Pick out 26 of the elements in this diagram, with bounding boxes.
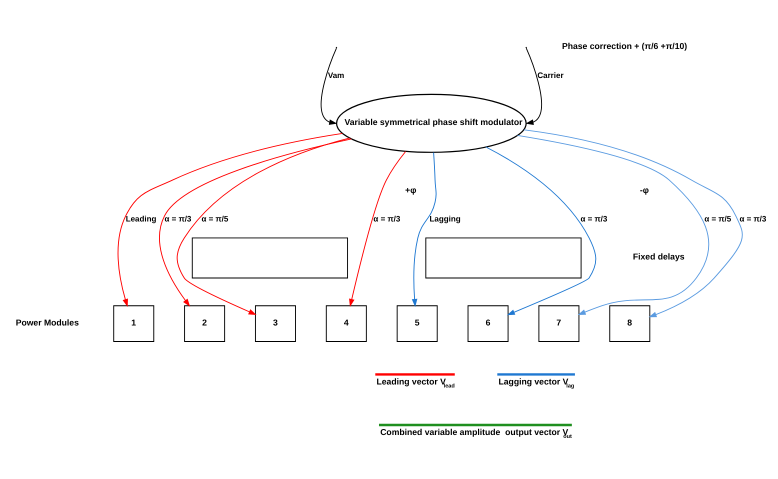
- arrow: [349, 151, 406, 307]
- node-box: 5: [396, 305, 438, 342]
- arrow: [320, 48, 338, 125]
- arrow: [412, 152, 437, 308]
- arrow: [524, 129, 743, 318]
- label: Phase correction + (π/6 +π/10): [562, 41, 688, 52]
- label: Lagging vector V$_{lag}$: [498, 376, 574, 390]
- node-box: 7: [538, 305, 580, 342]
- node-ellipse: Variable symmetrical phase shift modulator: [336, 94, 527, 153]
- node-box: 4: [326, 305, 367, 342]
- node-box: 1: [113, 305, 154, 342]
- node-box: [425, 238, 582, 278]
- node-box: 3: [254, 305, 296, 342]
- label: +φ: [405, 184, 416, 195]
- arrow: [485, 146, 596, 316]
- label: Leading vector V$_{lead}$: [376, 376, 455, 390]
- arrow: [526, 48, 542, 125]
- node-box: 2: [184, 305, 226, 342]
- node-box: 8: [609, 305, 650, 342]
- label: Power Modules: [16, 317, 79, 328]
- node-box: 6: [468, 305, 509, 342]
- arrow: [118, 133, 343, 307]
- label: -φ: [640, 184, 649, 195]
- label: Fixed delays: [632, 252, 685, 262]
- node-box: [192, 238, 348, 278]
- arrow: [517, 134, 710, 316]
